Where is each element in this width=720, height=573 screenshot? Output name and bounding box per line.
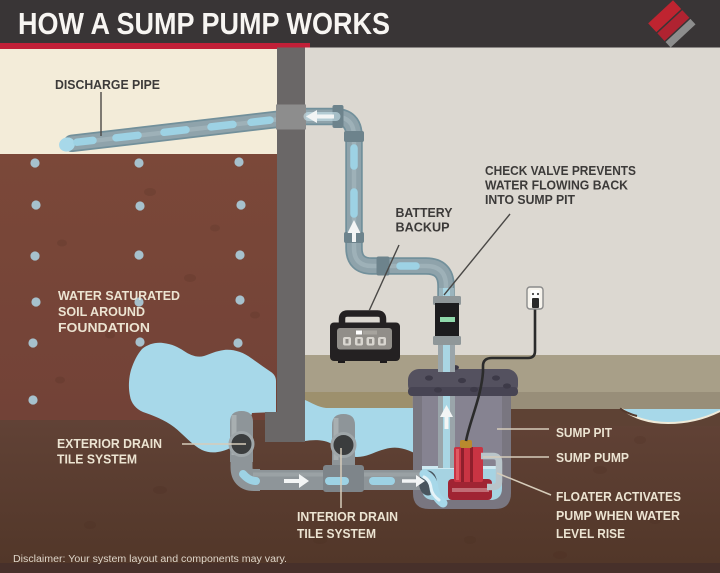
svg-text:EXTERIOR DRAIN: EXTERIOR DRAIN bbox=[57, 436, 162, 451]
svg-text:LEVEL RISE: LEVEL RISE bbox=[556, 526, 625, 541]
svg-text:DISCHARGE PIPE: DISCHARGE PIPE bbox=[55, 77, 160, 92]
svg-text:TILE SYSTEM: TILE SYSTEM bbox=[57, 452, 137, 467]
svg-text:FOUNDATION: FOUNDATION bbox=[58, 320, 150, 335]
svg-text:FLOATER ACTIVATES: FLOATER ACTIVATES bbox=[556, 489, 681, 504]
svg-text:BACKUP: BACKUP bbox=[396, 220, 450, 235]
svg-text:SUMP PUMP: SUMP PUMP bbox=[556, 450, 629, 465]
svg-text:PUMP WHEN WATER: PUMP WHEN WATER bbox=[556, 508, 680, 523]
svg-text:BATTERY: BATTERY bbox=[396, 205, 453, 220]
svg-text:TILE SYSTEM: TILE SYSTEM bbox=[297, 526, 376, 541]
svg-text:Disclaimer: Your system layout: Disclaimer: Your system layout and compo… bbox=[13, 554, 287, 565]
svg-text:INTERIOR DRAIN: INTERIOR DRAIN bbox=[297, 509, 398, 524]
svg-text:INTO SUMP PIT: INTO SUMP PIT bbox=[485, 192, 575, 207]
svg-text:WATER SATURATED: WATER SATURATED bbox=[58, 288, 180, 303]
svg-text:WATER FLOWING BACK: WATER FLOWING BACK bbox=[485, 178, 629, 193]
svg-text:SOIL AROUND: SOIL AROUND bbox=[58, 304, 145, 319]
svg-text:HOW A SUMP PUMP WORKS: HOW A SUMP PUMP WORKS bbox=[18, 6, 390, 41]
svg-text:CHECK VALVE PREVENTS: CHECK VALVE PREVENTS bbox=[485, 163, 636, 178]
svg-text:SUMP PIT: SUMP PIT bbox=[556, 425, 612, 440]
